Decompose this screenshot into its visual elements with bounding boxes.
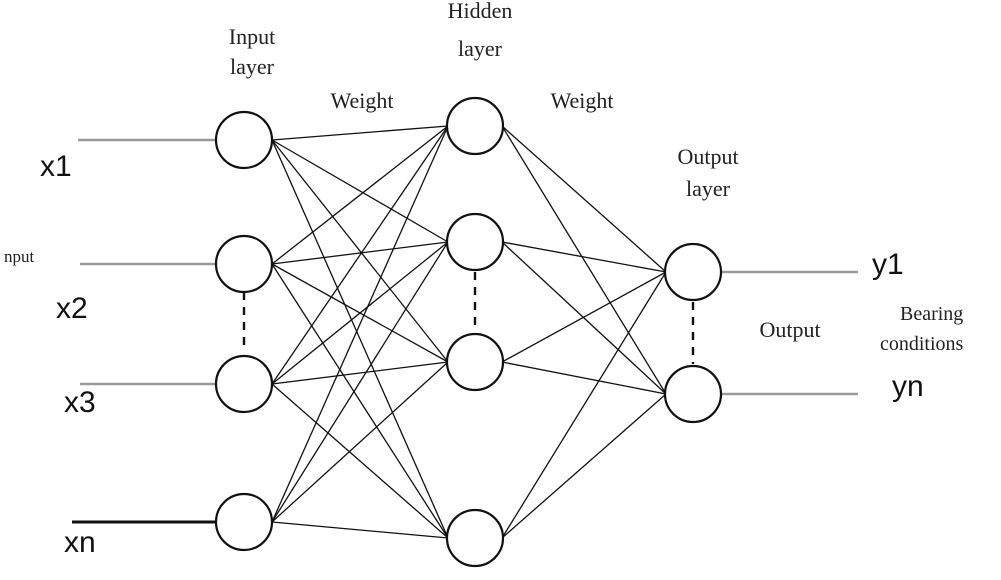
input-label-x1: x1: [40, 150, 72, 183]
input-layer-title-line2: layer: [230, 54, 275, 79]
input-label-x3: x3: [64, 386, 96, 419]
output-label-yn: yn: [892, 370, 924, 403]
weights-input-hidden: [271, 125, 449, 539]
bearing-label-line1: Bearing: [900, 303, 963, 325]
input-node-n: [214, 492, 274, 552]
hidden-node-n: [445, 508, 505, 568]
input-node-1: [214, 110, 274, 170]
output-node-n: [663, 364, 723, 424]
weight-label-2: Weight: [551, 88, 614, 113]
hidden-node-1: [445, 96, 505, 156]
input-layer-title-line1: Input: [229, 24, 275, 49]
hidden-layer-title-line1: Hidden: [448, 0, 513, 23]
hidden-layer-title-line2: layer: [458, 36, 503, 61]
input-side-label: nput: [4, 247, 35, 266]
output-label-y1: y1: [872, 248, 904, 281]
hidden-node-2: [445, 212, 505, 272]
output-layer-title-line2: layer: [686, 176, 731, 201]
input-label-x2: x2: [56, 292, 88, 325]
output-side-label: Output: [759, 317, 820, 342]
input-node-3: [214, 354, 274, 414]
weights-hidden-output: [501, 125, 667, 539]
weight-label-1: Weight: [331, 88, 394, 113]
output-node-1: [663, 242, 723, 302]
hidden-node-3: [445, 332, 505, 392]
input-node-2: [214, 234, 274, 294]
bearing-label-line2: conditions: [880, 333, 964, 355]
input-label-xn: xn: [64, 526, 96, 559]
output-layer-title-line1: Output: [677, 144, 738, 169]
